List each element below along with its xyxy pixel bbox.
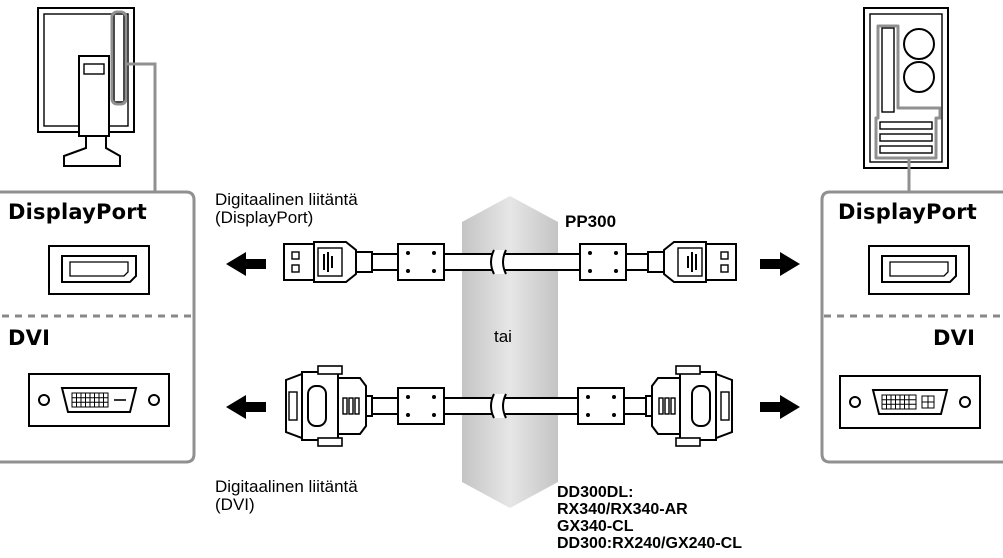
arrow-left-icon <box>226 395 266 419</box>
monitor-link-line <box>126 62 157 192</box>
right-displayport-title: DisplayPort <box>838 200 977 224</box>
cable-break-icon <box>490 393 507 419</box>
cable-break-icon <box>490 249 507 275</box>
or-band <box>462 196 558 508</box>
dvi-plug-icon <box>285 365 373 447</box>
left-displayport-title: DisplayPort <box>8 200 147 224</box>
pc-highlight-outline <box>874 24 942 160</box>
arrow-right-icon <box>760 252 800 276</box>
caption-digital-dvi-line2: (DVI) <box>215 495 255 514</box>
dvi-socket-icon <box>28 373 170 427</box>
dvi-cable-model-1: DD300DL: <box>557 484 634 501</box>
caption-or: tai <box>494 327 512 346</box>
arrow-right-icon <box>760 395 800 419</box>
ferrite-core <box>397 387 625 425</box>
ferrite-core <box>397 243 627 281</box>
displayport-plug-icon <box>647 241 737 283</box>
caption-digital-dvi-line1: Digitaalinen liitäntä <box>215 477 358 496</box>
caption-digital-displayport-line2: (DisplayPort) <box>215 208 314 227</box>
displayport-cable <box>283 241 737 283</box>
left-port-panel <box>0 190 196 464</box>
dp-cable-model: PP300 <box>565 212 617 231</box>
displayport-socket-icon <box>868 245 970 295</box>
arrow-left-icon <box>226 252 266 276</box>
left-dvi-title: DVI <box>8 326 51 350</box>
dvi-cable <box>285 365 733 447</box>
dvi-plug-icon <box>645 365 733 447</box>
dvi-cable-model-3: GX340-CL <box>557 518 634 535</box>
caption-digital-displayport-line1: Digitaalinen liitäntä <box>215 190 358 209</box>
pc-tower-icon <box>863 7 949 169</box>
dvi-socket-icon <box>839 375 981 429</box>
displayport-plug-icon <box>283 241 373 283</box>
right-dvi-title: DVI <box>933 326 976 350</box>
dvi-cable-model-4: DD300:RX240/GX240-CL <box>557 535 742 552</box>
dvi-cable-model-2: RX340/RX340-AR <box>557 501 688 518</box>
right-port-panel <box>820 190 1003 464</box>
monitor-rear-icon <box>37 7 135 167</box>
displayport-socket-icon <box>48 245 150 295</box>
